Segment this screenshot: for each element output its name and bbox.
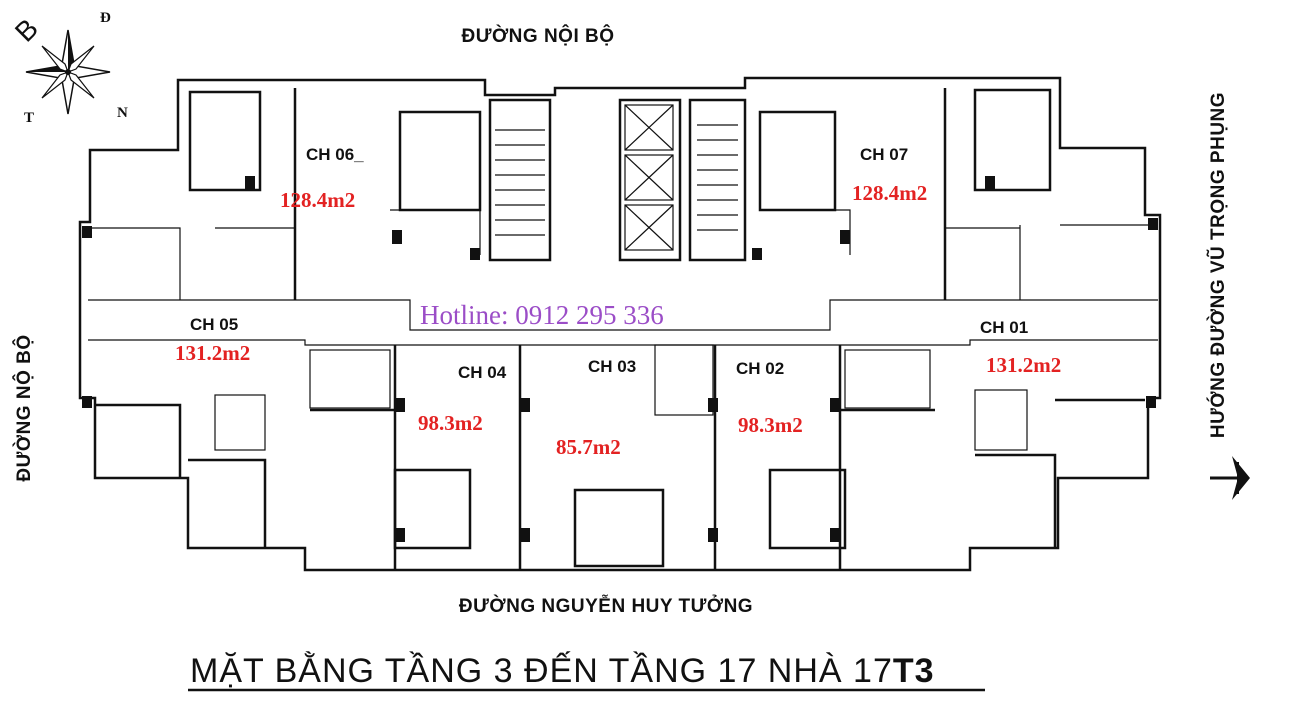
compass-north-label: B xyxy=(9,13,44,48)
unit-name: CH 07 xyxy=(860,145,908,164)
unit-ch04: CH 04 98.3m2 xyxy=(418,363,507,435)
unit-area: 128.4m2 xyxy=(852,181,927,205)
unit-name: CH 06_ xyxy=(306,145,364,164)
street-bottom-label: ĐƯỜNG NGUYỄN HUY TƯỞNG xyxy=(459,595,753,617)
unit-area: 98.3m2 xyxy=(738,413,803,437)
unit-ch07: CH 07 128.4m2 xyxy=(852,145,927,205)
unit-ch01: CH 01 131.2m2 xyxy=(980,318,1061,377)
compass-star-icon xyxy=(25,29,111,115)
unit-area: 128.4m2 xyxy=(280,188,355,212)
street-left-label: ĐƯỜNG NỘ BỘ xyxy=(13,334,35,481)
plan-title-main: MẶT BẰNG TẦNG 3 ĐẾN TẦNG 17 NHÀ 17 xyxy=(190,652,893,690)
unit-area: 131.2m2 xyxy=(986,353,1061,377)
unit-ch05: CH 05 131.2m2 xyxy=(175,315,250,365)
street-top-label: ĐƯỜNG NỘI BỘ xyxy=(461,25,614,47)
unit-area: 131.2m2 xyxy=(175,341,250,365)
compass-south-label: N xyxy=(117,105,128,121)
plan-title-bold: T3 xyxy=(893,652,935,690)
hotline-text: Hotline: 0912 295 336 xyxy=(420,300,664,330)
street-right-label: HƯỚNG ĐƯỜNG VŨ TRỌNG PHỤNG xyxy=(1207,92,1229,438)
compass-east-label: Đ xyxy=(100,10,111,26)
unit-name: CH 04 xyxy=(458,363,507,382)
plan-title: MẶT BẰNG TẦNG 3 ĐẾN TẦNG 17 NHÀ 17T3 xyxy=(188,652,985,692)
building-outline xyxy=(78,76,1162,572)
unit-area: 98.3m2 xyxy=(418,411,483,435)
unit-ch02: CH 02 98.3m2 xyxy=(736,359,803,437)
direction-arrow-icon xyxy=(1210,456,1250,500)
unit-ch06: CH 06_ 128.4m2 xyxy=(280,145,364,212)
compass-rose: B Đ N T xyxy=(9,10,128,126)
unit-name: CH 03 xyxy=(588,357,636,376)
unit-name: CH 02 xyxy=(736,359,784,378)
unit-name: CH 01 xyxy=(980,318,1028,337)
compass-west-label: T xyxy=(24,110,34,126)
svg-text:MẶT BẰNG TẦNG 3 ĐẾN TẦNG 17 NH: MẶT BẰNG TẦNG 3 ĐẾN TẦNG 17 NHÀ 17T3 xyxy=(190,652,935,690)
unit-name: CH 05 xyxy=(190,315,238,334)
unit-area: 85.7m2 xyxy=(556,435,621,459)
unit-ch03: CH 03 85.7m2 xyxy=(556,357,636,459)
